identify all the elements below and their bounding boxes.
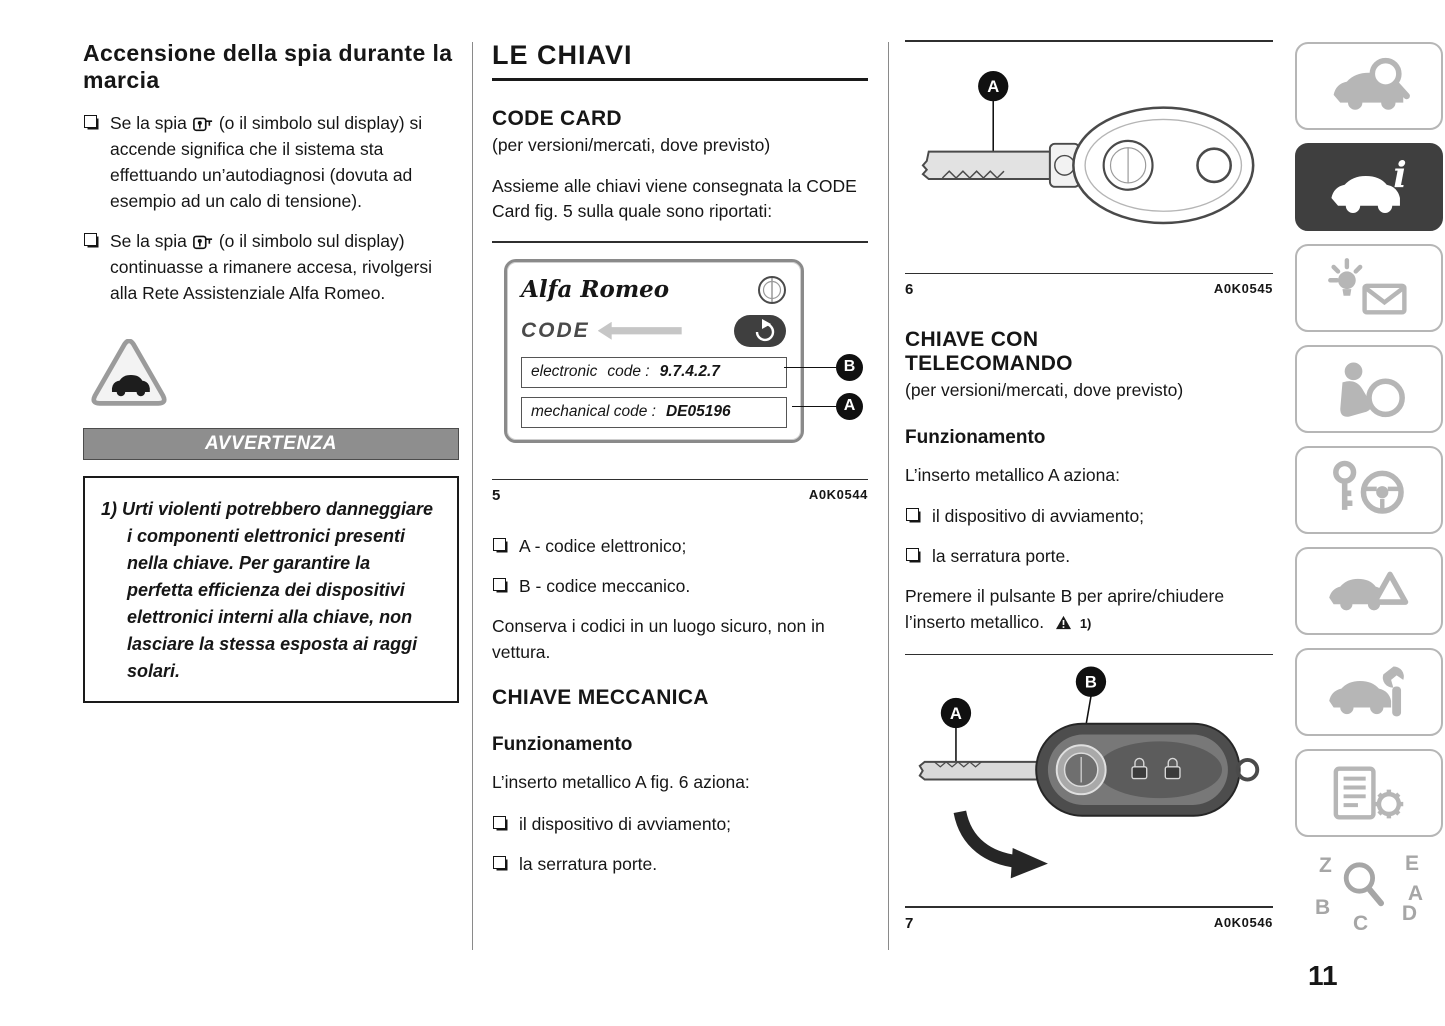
code-key-warning-icon [192,235,212,249]
list-item: Se la spia(o il simbolo sul display) si … [83,111,459,215]
figure-rule [905,40,1273,42]
alphabetical-index-icon: Z E A B C D [1315,852,1423,935]
figure-caption: 6 A0K0545 [905,281,1273,298]
code-key-warning-icon [192,117,212,132]
section-heading-remote-key: CHIAVE CON TELECOMANDO [905,328,1073,375]
tab-vehicle-info[interactable]: i [1295,143,1443,231]
bullet-square-icon [906,548,919,562]
tab-safety[interactable] [1295,345,1443,433]
bullet-square-icon [493,815,506,829]
middle-column: LE CHIAVI CODE CARD (per versioni/mercat… [492,40,868,892]
page-section-heading: Accensione della spia durante la marcia [83,40,453,93]
list-item: il dispositivo di avviamento; [905,504,1273,530]
tab-technical-data[interactable] [1295,749,1443,837]
figure-remote-key: A B 7 A0K0546 [905,653,1273,932]
subsection-heading: Funzionamento [905,426,1046,448]
warning-section-header: AVVERTENZA [83,427,459,460]
list-item: A - codice elettronico; [492,534,868,560]
arrow-band-icon [597,321,682,340]
alfa-romeo-logo-icon [758,275,786,304]
brand-script: Alfa Romeo [521,276,670,304]
figure-caption: 7 A0K0546 [905,914,1273,932]
car-warning-triangle-icon [1329,571,1409,611]
code-card-graphic: Alfa Romeo CODE electronic [504,258,804,443]
subsection-heading: Funzionamento [492,733,633,755]
car-info-icon: i [1331,156,1407,213]
bullet-square-icon [906,508,919,522]
figure-code-card: Alfa Romeo CODE electronic [492,241,868,504]
car-magnifier-icon [1333,57,1410,110]
availability-note: (per versioni/mercati, dove previsto) [492,135,771,155]
bullet-square-icon [493,578,506,592]
bullet-square-icon [84,115,97,129]
figure-rule [905,906,1273,908]
figure-caption: 5 A0K0544 [492,487,868,505]
bullet-square-icon [84,232,97,246]
warning-light-envelope-icon [1328,258,1407,315]
tab-servicing-maintenance[interactable] [1295,648,1443,736]
car-wrench-icon [1329,666,1404,717]
right-column: A 6 A0K0545 CHIAVE CON TELECOMANDO (per … [905,40,1273,962]
chapter-title: LE CHIAVI [492,40,868,81]
key-steering-wheel-icon [1333,460,1404,514]
callout-b: B [836,353,863,381]
section-heading-code-card: CODE CARD [492,107,622,130]
list-item: la serratura porte. [905,544,1273,570]
figure-rule [492,478,868,481]
left-column: Accensione della spia durante la marcia … [83,40,459,703]
list-item: la serratura porte. [492,852,868,878]
page-number: 11 [1308,960,1338,991]
paragraph: L’inserto metallico A aziona: [905,464,1120,485]
paragraph: Premere il pulsante B per aprire/chiuder… [905,586,1225,633]
svg-text:i: i [1393,156,1406,196]
section-heading-mechanical-key: CHIAVE MECCANICA [492,685,709,709]
mechanical-key-graphic: A [921,70,1255,224]
car-warning-triangle-icon [91,338,167,406]
tab-index[interactable]: Z E A B C D [1295,850,1443,938]
airbag-person-icon [1340,362,1405,418]
warning-note-text: 1) Urti violenti potrebbero danneggiare … [101,498,434,681]
electronic-code-row: electronic code : 9.7.4.2.7 [521,356,787,388]
figure-body: Alfa Romeo CODE electronic [492,243,868,479]
column-divider [472,42,473,950]
callout-b: B [1085,673,1097,692]
availability-note: (per versioni/mercati, dove previsto) [905,380,1184,400]
paragraph: L’inserto metallico A fig. 6 aziona: [492,771,750,792]
tab-warning-lights-messages[interactable] [1295,244,1443,332]
callout-a: A [836,392,863,420]
warning-triangle-graphic [89,338,459,414]
note-reference: 1) [1079,616,1092,632]
warning-note-box: 1) Urti violenti potrebbero danneggiare … [83,475,459,703]
callout-a: A [950,704,962,723]
callout-leader-line [784,366,836,369]
paragraph: Conserva i codici in un luogo sicuro, no… [492,616,825,662]
exclamation-triangle-icon [1055,615,1071,630]
tab-vehicle-overview[interactable] [1295,42,1443,130]
callout-leader-line [792,405,836,408]
tab-emergency[interactable] [1295,547,1443,635]
list-item: il dispositivo di avviamento; [492,812,868,838]
figure-rule [905,272,1273,274]
list-item: Se la spia(o il simbolo sul display) con… [83,229,459,307]
key-fob-icon [733,314,787,348]
section-tab-bar: i [1295,42,1445,951]
magnifier-icon [1343,862,1384,907]
document-gear-icon [1333,766,1404,820]
bullet-square-icon [493,538,506,552]
figure-mechanical-key: A 6 A0K0545 [905,40,1273,298]
tab-starting-driving[interactable] [1295,446,1443,534]
column-divider [888,42,889,950]
paragraph: Assieme alle chiavi viene consegnata la … [492,175,857,222]
figure-rule [905,653,1273,656]
list-item: B - codice meccanico. [492,574,868,600]
remote-key-graphic: A B [918,666,1260,879]
mechanical-code-row: mechanical code : DE05196 [521,396,787,428]
callout-a: A [987,77,999,96]
bullet-square-icon [493,855,506,869]
figure-rule [492,241,868,243]
code-word: CODE [521,318,590,342]
